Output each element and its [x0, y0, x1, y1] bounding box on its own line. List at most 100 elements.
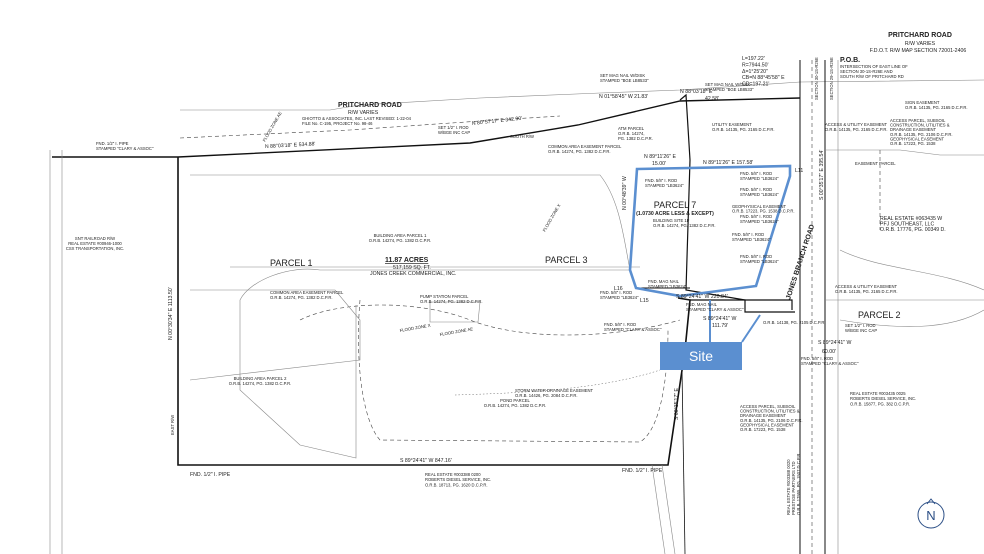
l11-label: L11: [795, 168, 803, 174]
reTopRight-line: PFJ SOUTHEAST, LLC: [880, 222, 934, 228]
accessEase-line: O.R.B. 14135, PG. 2165 D.C.P.R.: [825, 127, 888, 132]
fndRodMid-line: FND. 5/8" I. ROD: [600, 290, 632, 295]
railEstate-line: REAL ESTATE #00946-1000: [68, 241, 122, 246]
fnd-rod-text: STAMPED "LB3624": [740, 176, 779, 181]
commonMid-line: O.R.B. 14274, PG. 1382 D.C.P.R.: [270, 295, 333, 300]
p7detail-line: BUILDING SITE 1F: [653, 218, 690, 223]
reRight-line: ROBERTS DIESEL SERVICE, INC.: [850, 396, 916, 401]
setMagTop-line: STAMPED "BGE LB8533": [600, 78, 649, 83]
bottom-road-2: [661, 464, 676, 554]
fndRodClary-line: FND. 5/8" I. ROD: [604, 322, 636, 327]
geoEase-line: O.R.B. 17223, PG. 1538 D.C.P.R.: [732, 209, 795, 214]
storm-easement-path: [454, 369, 661, 396]
parcel7-highlight: [628, 164, 792, 298]
reVertical-line: O.R.B. 17955, PG. 1507 D.C.P.R.: [796, 452, 801, 515]
ghiotto-line: GHIOTTO & ASSOCIATES, INC. LAST REVISED:…: [302, 116, 412, 121]
fnd-rod-text: FND. 5/8" I. ROD: [740, 254, 772, 259]
fnd-rod-text: STAMPED "LB3624": [740, 259, 779, 264]
setRodRight-line: SET 1/2" I. ROD: [845, 323, 876, 328]
pritchard-road-label-left: PRITCHARD ROAD: [338, 102, 402, 109]
pondParcel-line: POND PARCEL: [500, 398, 530, 403]
reTopRight-line: O.R.B. 17776, PG. 00349 D.: [880, 227, 946, 233]
fndPipeTop-line: STAMPED "CLARY & ASSOC": [96, 146, 154, 151]
curve-data: L=197.22'R=7944.50'Δ=1°25'20"CB=N 88°45'…: [742, 56, 785, 88]
bearing-n89b: N 89°11'26" E 157.58': [703, 160, 753, 166]
section-west-label: SECTION 29-1S-R26E: [829, 57, 834, 100]
setMagRight-line: SET MAG NAIL W/DISK: [705, 82, 750, 87]
parcel3-label: PARCEL 3: [545, 255, 588, 265]
setIronCap-line: W/BGE INC CAP: [438, 130, 470, 135]
curveData-line: L=197.22': [742, 56, 765, 62]
pritchard-road-north-rw: [180, 79, 984, 111]
accessEase-line: ACCESS & UTILITY EASEMENT: [825, 122, 887, 127]
signEase-line: O.R.B. 14135, PG. 2165 D.C.P.R.: [905, 105, 968, 110]
flood-zone-label: FLOOD ZONE AE: [439, 326, 473, 337]
bearing-s00: S 00°35'17" E 395.54': [819, 150, 825, 200]
atmParcel-line: ATM PARCEL: [618, 126, 645, 131]
north-arrow-letter: N: [926, 508, 935, 523]
north-arrow-tip: [926, 498, 936, 505]
acres-label: 11.87 ACRES: [385, 257, 429, 264]
orb-right: O.R.B. 14138, PG. 2105 D.C.P.R.: [763, 320, 826, 325]
l16-label: L16: [614, 286, 623, 292]
accessParcel2-line: O.R.B. 17223, PG. 1538: [740, 427, 786, 432]
reVertical-line: PRESTIGE PARTNERS LTD: [791, 461, 796, 515]
fndRodClary-line: STAMPED "CLARY & ASSOC": [604, 327, 662, 332]
fnd-rod-text: STAMPED "LB3624": [732, 237, 771, 242]
north-arrow-circle: [917, 501, 945, 529]
pondParcel-line: O.R.B. 14274, PG. 1382 D.C.P.R.: [484, 403, 547, 408]
bottom-road-3: [681, 369, 686, 554]
pumpStation-line: O.R.B. 14274, PG. 1382 D.C.P.R.: [420, 299, 483, 304]
fnd-rod-text: FND. 5/8" I. ROD: [740, 187, 772, 192]
utilEase-line: UTILITY EASEMENT: [712, 122, 752, 127]
stormEase-line: STORM WATER DRAINAGE EASEMENT: [515, 388, 594, 393]
fnd-rod-text: STAMPED "LB3624": [645, 183, 684, 188]
parcel2-label: PARCEL 2: [858, 310, 901, 320]
curveData-line: Δ=1°25'20": [742, 69, 768, 75]
accessParcel2-line: DRAINAGE EASEMENT: [740, 413, 787, 418]
bearing-s89-mid-dist: 111.79': [712, 323, 728, 329]
setRodRight-line: W/BGE INC CAP: [845, 328, 877, 333]
inner-building-outline: [190, 174, 631, 459]
fnd-rod-text: STAMPED "LB3624": [740, 192, 779, 197]
atmParcel-line: O.R.B. 14274,: [618, 131, 645, 136]
east-boundary-lines: [679, 93, 793, 310]
fndMagNail-line: STAMPED "LB3624": [648, 284, 687, 289]
parcel7-detail: BUILDING SITE 1FO.R.B. 14274, PG. 1382 D…: [653, 218, 716, 228]
accessEase2-line: ACCESS & UTILITY EASEMENT: [835, 284, 897, 289]
south-rw: SOUTH R/W: [510, 134, 534, 139]
curve-road-east-2: [839, 309, 984, 327]
curveData-line: CD=197.21': [742, 82, 769, 88]
reBottom-line: ROBERTS DIESEL SERVICE, INC.: [425, 477, 491, 482]
pobDesc-line: SECTION 30-1S-R26E AND: [840, 69, 893, 74]
building-parcel2: BUILDING AREA PARCEL 2O.R.B. 14274, PG. …: [229, 376, 292, 386]
owner-label: JONES CREEK COMMERCIAL, INC.: [370, 271, 456, 277]
bearing-s89-bottom: S 89°24'41" W 847.16': [400, 458, 452, 464]
bldg2-line: O.R.B. 14274, PG. 1382 D.C.P.R.: [229, 381, 292, 386]
railEstate-line: SNT RAILROAD R/W: [75, 236, 115, 241]
p7detail-line: O.R.B. 14274, PG. 1382 D.C.P.R.: [653, 223, 716, 228]
inner-outline-2: [189, 289, 361, 381]
fnd-rod-text: FND. 5/8" I. ROD: [645, 178, 677, 183]
flood-zone-label: FLOOD ZONE X: [399, 323, 431, 333]
pritchard-road-south-edge: [179, 115, 561, 139]
parcel-boundary: [177, 157, 691, 466]
pumpStation-line: PUMP STATION PARCEL: [420, 294, 469, 299]
commonTop-line: O.R.B. 14274, PG. 1382 D.C.P.R.: [548, 149, 611, 154]
